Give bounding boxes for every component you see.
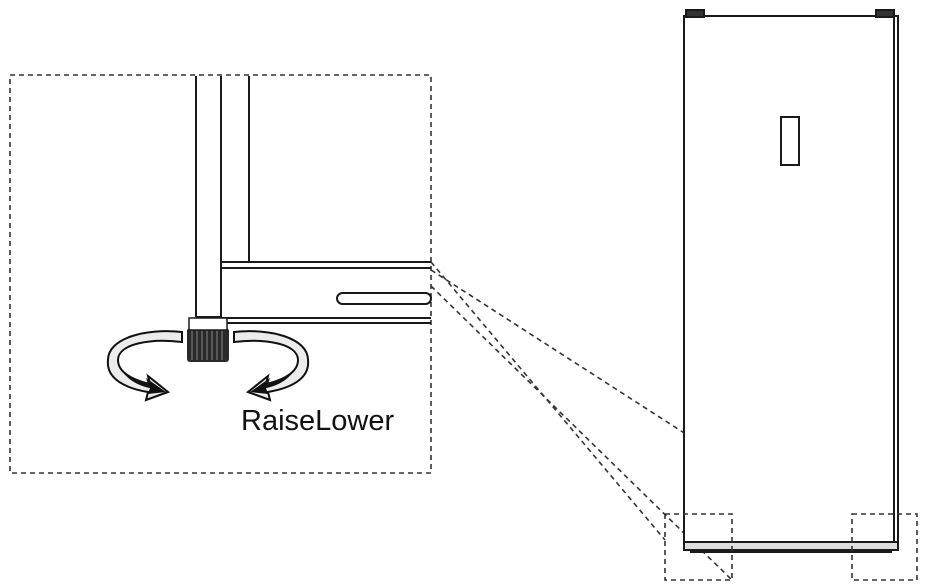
rail-slot: [336, 292, 432, 305]
door-handle: [780, 116, 800, 166]
detail-frame: [9, 74, 432, 474]
leveling-foot: [187, 317, 229, 362]
appliance-front-view: [683, 9, 899, 553]
corner-frame-left: [664, 513, 733, 581]
cabinet-side-panel: [195, 76, 250, 318]
raise-lower-label: RaiseLower: [241, 405, 395, 437]
rotate-right-arrow-icon: [233, 330, 310, 402]
rotate-left-arrow-icon: [106, 330, 183, 402]
bottom-rail: [220, 261, 431, 324]
corner-frame-right: [851, 513, 918, 581]
